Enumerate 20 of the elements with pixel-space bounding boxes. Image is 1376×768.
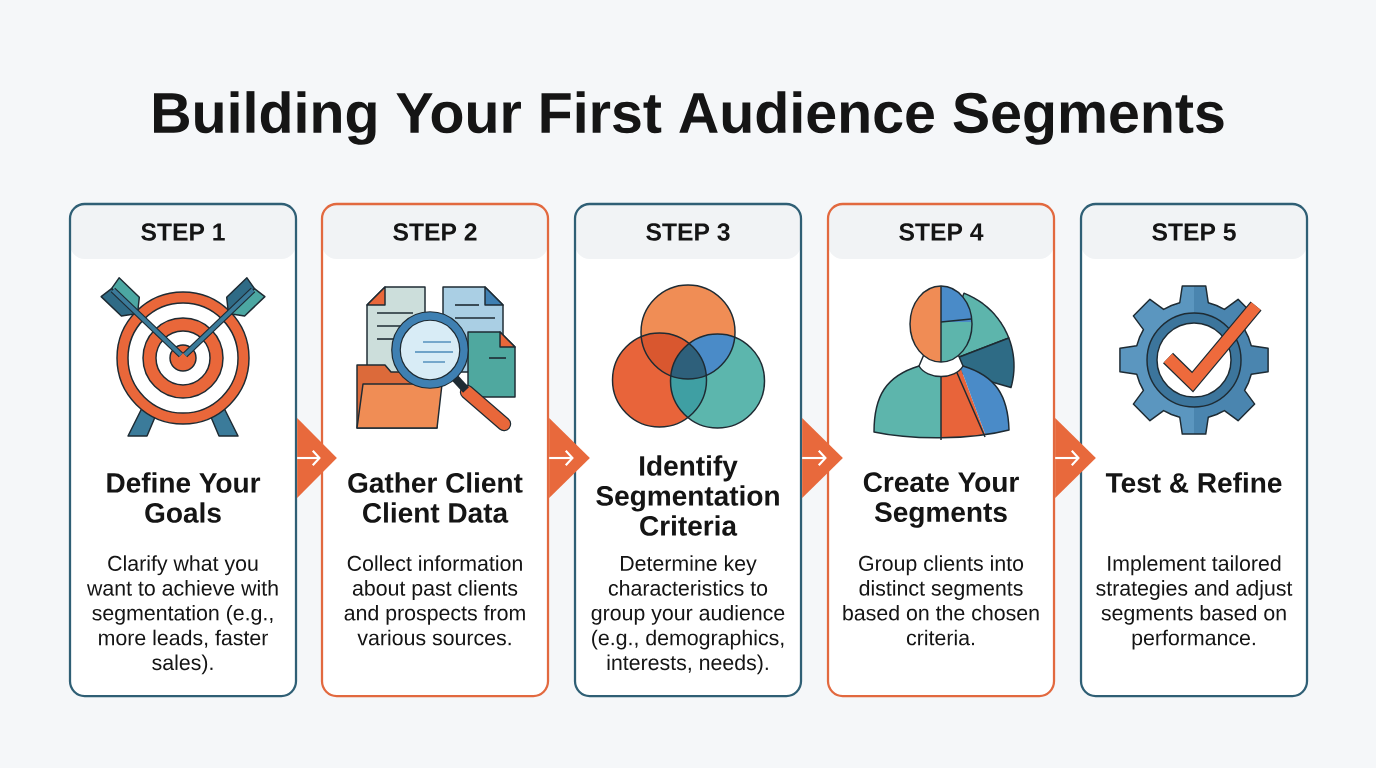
arrow [549,418,590,498]
step-label: STEP 5 [1152,223,1236,241]
step-description: Implement tailored strategies and adjust segments based on performance. [1096,555,1293,650]
arrow [802,418,843,498]
step-title: Identify Segmentation Criteria [596,455,779,536]
step-title: Create Your Segments [863,472,1019,528]
step-label: STEP 3 [646,223,730,241]
step-label: STEP 2 [393,223,477,241]
step-title: Define Your Goals [107,472,261,523]
step-description: Clarify what you want to achieve with segmentation (e.g., more leads, faster sales). [86,555,278,675]
step-title: Test & Refine [1105,472,1282,493]
step-description: Group clients into distinct segments based on the chosen criteria. [843,555,1039,646]
title: Building Your First Audience Segments [154,91,1224,145]
step-description: Determine key characteristics to group your audience (e.g., demographics, interests, needs). [591,555,785,675]
arrow [1055,418,1096,498]
step-label: STEP 1 [141,223,225,241]
step-label: STEP 4 [899,223,984,241]
step-description: Collect information about past clients and prospects from various sources. [344,555,525,646]
arrow [297,418,337,498]
step-title: Gather Client Client Data [348,472,523,523]
